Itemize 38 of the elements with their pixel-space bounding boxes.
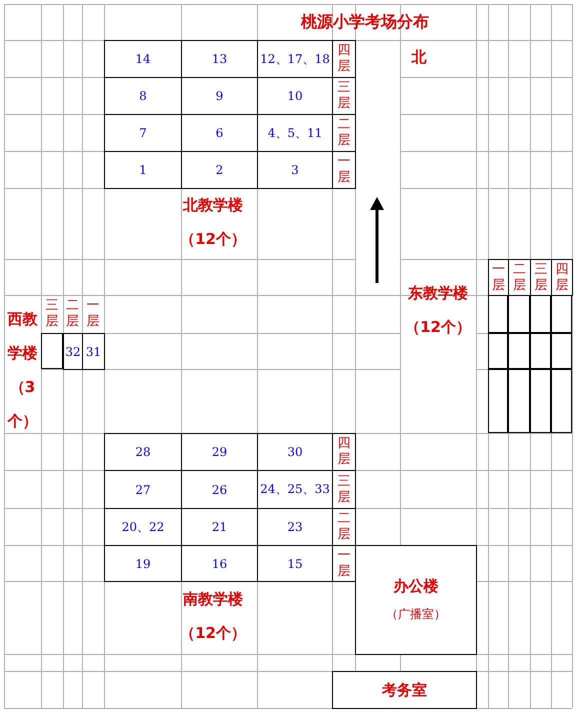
building-label: 西教学楼（3个） <box>6 309 38 432</box>
room-cell <box>41 333 63 369</box>
building-label: （12个） <box>179 230 247 249</box>
building-label: 南教学楼 <box>182 590 244 609</box>
room-cell <box>530 295 551 333</box>
floor-cell: 四层 <box>332 433 356 471</box>
room-cell <box>551 369 572 433</box>
office-building-box: 办公楼 （广播室） <box>355 545 477 655</box>
floor-label: 一层 <box>86 298 100 330</box>
building-label: 东教学楼 <box>407 284 469 303</box>
floor-label: 三层 <box>44 298 60 330</box>
room-cell: 32 <box>63 333 83 370</box>
floor-label: 二层 <box>65 298 80 330</box>
title: 桃源小学考场分布 <box>300 12 430 33</box>
room-cell <box>530 333 551 369</box>
room-cell <box>530 369 551 433</box>
room-cell <box>488 369 508 433</box>
building-label: 北 <box>410 48 428 67</box>
room-cell <box>551 333 572 369</box>
floor-cell: 一层 <box>488 259 509 296</box>
floor-cell: 一层 <box>332 151 356 189</box>
room-cell <box>508 295 530 333</box>
room-cell: 14 <box>104 40 182 78</box>
room-cell: 28 <box>104 433 182 471</box>
room-cell: 19 <box>104 545 182 582</box>
floor-cell: 四层 <box>551 259 573 296</box>
room-cell <box>551 295 572 333</box>
building-label: （12个） <box>404 318 472 337</box>
room-cell: 1 <box>104 151 182 189</box>
building-label: 北教学楼 <box>182 196 244 215</box>
room-cell: 31 <box>82 333 105 370</box>
room-cell <box>508 333 530 369</box>
room-cell <box>508 369 530 433</box>
room-cell <box>488 295 508 333</box>
building-label: （12个） <box>179 624 247 643</box>
room-cell <box>488 333 508 369</box>
exam-office-box: 考务室 <box>332 671 477 709</box>
floor-cell: 四层 <box>332 40 356 78</box>
